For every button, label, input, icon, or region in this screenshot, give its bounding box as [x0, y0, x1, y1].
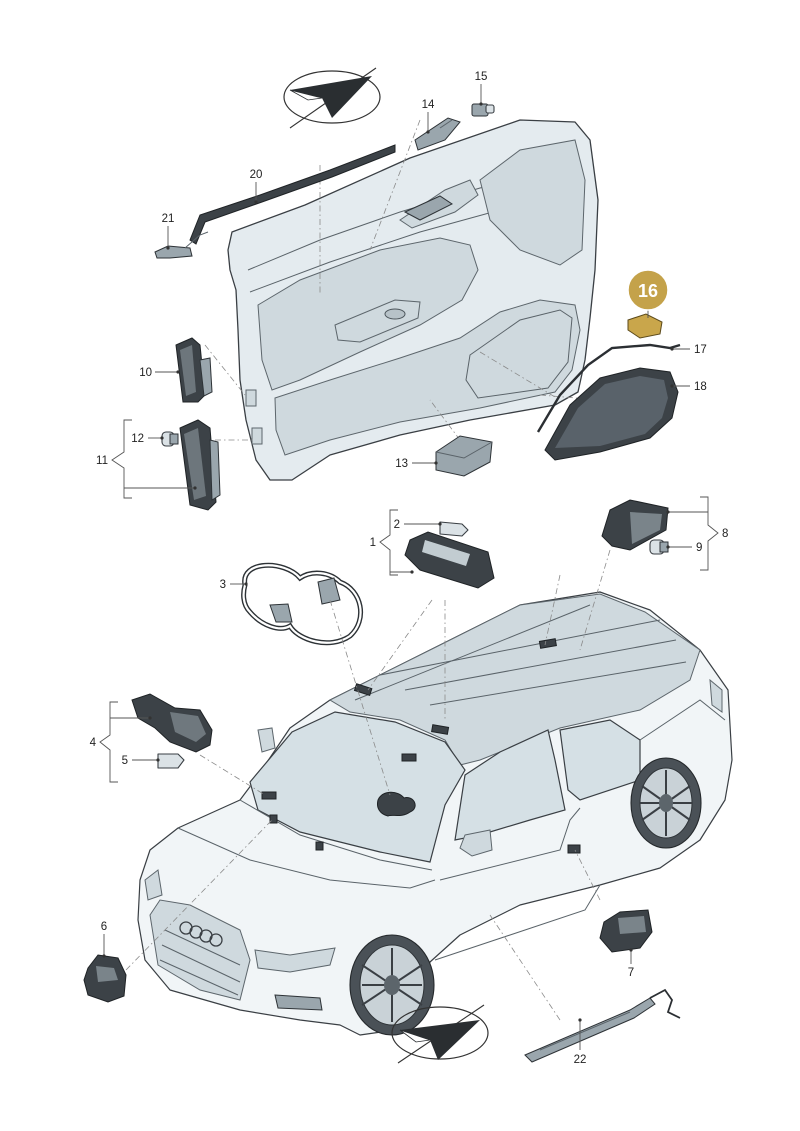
part-16-clip: [627, 313, 663, 339]
callout-8: 8: [722, 528, 728, 540]
callout-2: 2: [394, 519, 400, 531]
part-21-connector: [154, 231, 209, 259]
callout-16: 16: [638, 281, 658, 301]
callout-11: 11: [96, 455, 108, 467]
part-3-gasket: [241, 562, 363, 646]
part-10-light-unit: [175, 337, 213, 403]
callout-9: 9: [696, 542, 702, 554]
part-1-interior-light: [404, 531, 495, 589]
leader-lines: [99, 84, 719, 1050]
callout-7: 7: [628, 967, 634, 979]
part-18-trim-cover: [544, 367, 679, 461]
callout-10: 10: [139, 367, 152, 379]
callout-17: 17: [694, 344, 707, 356]
part-2-bulb: [439, 521, 469, 537]
part-9-bulb: [649, 539, 669, 555]
part-17-wire: [536, 343, 681, 433]
rear-wheel: [630, 757, 702, 849]
highlight-callout-16[interactable]: 16: [627, 269, 669, 311]
part-7-module: [599, 909, 653, 953]
callout-22: 22: [574, 1054, 587, 1066]
audi-rings-logo: [179, 921, 223, 947]
callout-21: 21: [162, 213, 175, 225]
direction-arrow-icon: [391, 1004, 489, 1064]
callout-20: 20: [250, 169, 263, 181]
callout-6: 6: [101, 921, 107, 933]
callout-5: 5: [122, 755, 128, 767]
part-6-switch: [83, 954, 127, 1003]
callout-1: 1: [370, 537, 376, 549]
part-15-bulb: [471, 103, 495, 117]
part-14-lamp-housing: [414, 117, 461, 151]
callout-12: 12: [131, 433, 144, 445]
light-position-markers: [261, 638, 581, 854]
direction-arrow-icon: [283, 67, 381, 129]
callout-3: 3: [220, 579, 226, 591]
leader-end-dots: [102, 102, 674, 1022]
callout-18: 18: [694, 381, 707, 393]
part-5-bulb: [157, 753, 185, 769]
part-12-bulb: [161, 431, 179, 447]
part-13-module: [435, 435, 493, 477]
part-8-reading-light: [601, 499, 669, 551]
callout-4: 4: [90, 737, 97, 749]
part-20-strip: [189, 144, 396, 245]
part-11-light-unit: [179, 419, 221, 511]
callout-14: 14: [422, 99, 435, 111]
callout-13: 13: [395, 458, 408, 470]
part-4-footwell-light: [131, 693, 213, 753]
front-wheel: [349, 934, 435, 1036]
door-trim-panel: [227, 119, 599, 481]
callout-15: 15: [475, 71, 488, 83]
part-22-sill-strip: [524, 988, 681, 1063]
